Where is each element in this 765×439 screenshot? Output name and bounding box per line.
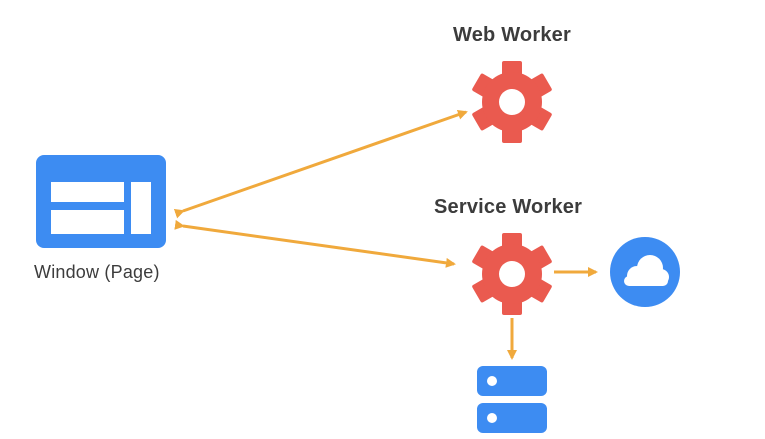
cloud-icon — [610, 237, 680, 307]
web-worker-label: Web Worker — [453, 24, 571, 46]
database-icon — [477, 366, 547, 433]
browser-window-icon — [36, 155, 166, 248]
window-page-label: Window (Page) — [34, 262, 160, 282]
window-service-worker-arrow — [174, 219, 456, 268]
service-worker-gear-icon — [472, 233, 552, 315]
window-web-worker-arrow — [173, 109, 468, 219]
web-worker-gear-icon — [472, 61, 552, 143]
service-worker-label: Service Worker — [434, 196, 583, 218]
